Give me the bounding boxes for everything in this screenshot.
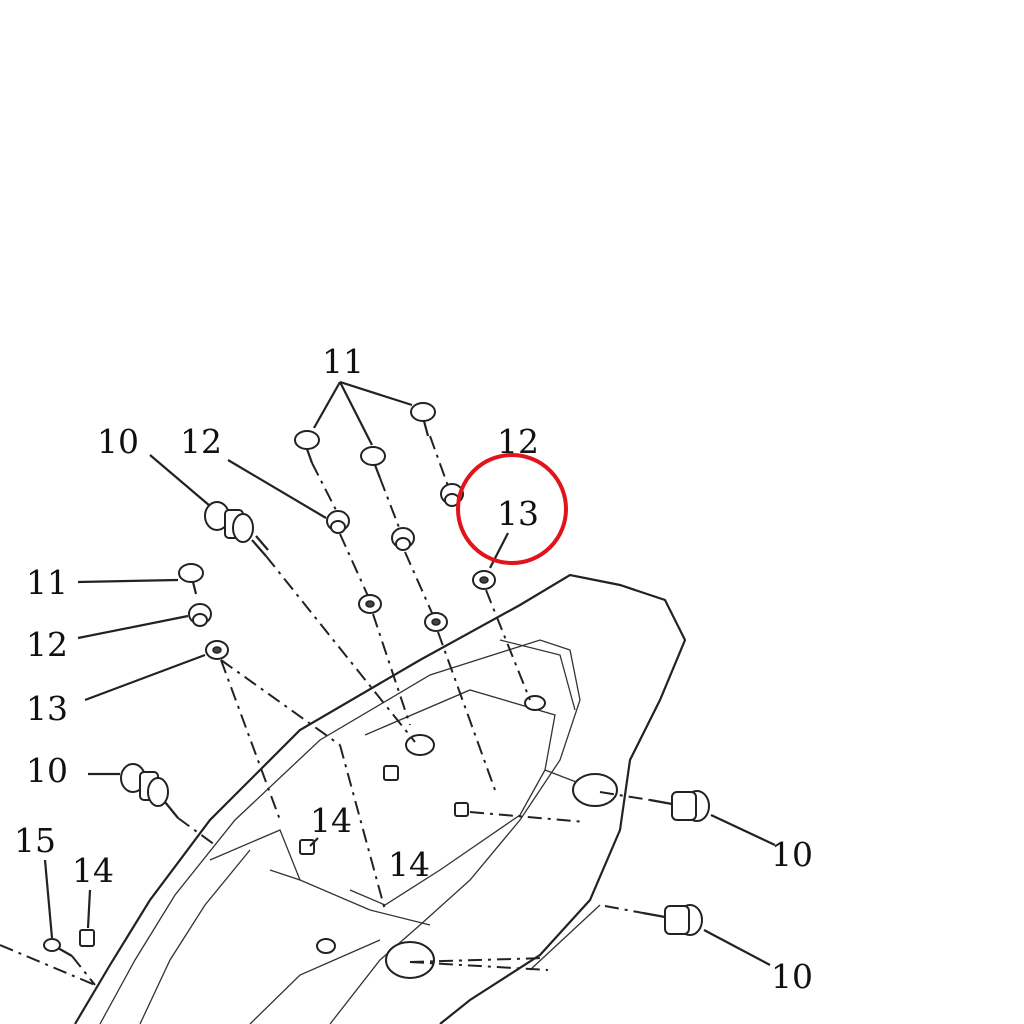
leader-lines — [43, 380, 776, 966]
bolt-part-top-11c — [410, 402, 436, 437]
label-10-left: 10 — [26, 751, 68, 790]
label-14-bottomleft: 14 — [72, 851, 114, 890]
label-14-lower: 14 — [388, 845, 430, 884]
screw-part-15 — [43, 938, 73, 957]
washer-part-13a — [358, 594, 382, 614]
washer-part-13c — [472, 570, 496, 590]
label-13-circled: 13 — [497, 494, 539, 533]
clip-nut-part-14b — [383, 765, 469, 817]
bolt-part-top-11a — [294, 430, 320, 464]
bolt-part-top-11b — [360, 446, 386, 479]
bolt-part-left-11 — [178, 563, 204, 595]
highlight-circle — [456, 453, 568, 565]
label-11-left: 11 — [26, 563, 68, 602]
clip-nut-part-14c — [79, 929, 95, 947]
label-14-center: 14 — [310, 801, 352, 840]
damper-part-10-right-b — [642, 904, 703, 936]
assembly-dash-lines — [0, 435, 651, 986]
seat-cowl-frame — [74, 573, 687, 1024]
damper-part-10-right-a — [649, 790, 710, 822]
label-11-top: 11 — [322, 342, 364, 381]
washer-part-13b — [424, 612, 448, 632]
label-13-left: 13 — [26, 689, 68, 728]
label-12-topleft: 12 — [180, 422, 222, 461]
grommet-part-left-12 — [188, 603, 212, 627]
grommet-part-12b — [391, 527, 415, 551]
clip-nut-part-14a — [299, 839, 315, 855]
label-12-left: 12 — [26, 625, 68, 664]
grommet-part-12a — [326, 510, 350, 534]
label-15: 15 — [14, 821, 56, 860]
washer-part-left-13 — [205, 640, 229, 660]
label-10-right-lower: 10 — [771, 957, 813, 996]
damper-part-10-topleft — [204, 501, 269, 557]
damper-part-10-left — [120, 763, 179, 819]
nut-part-bottom — [316, 938, 336, 954]
label-10-topleft: 10 — [97, 422, 139, 461]
label-10-right-upper: 10 — [771, 835, 813, 874]
